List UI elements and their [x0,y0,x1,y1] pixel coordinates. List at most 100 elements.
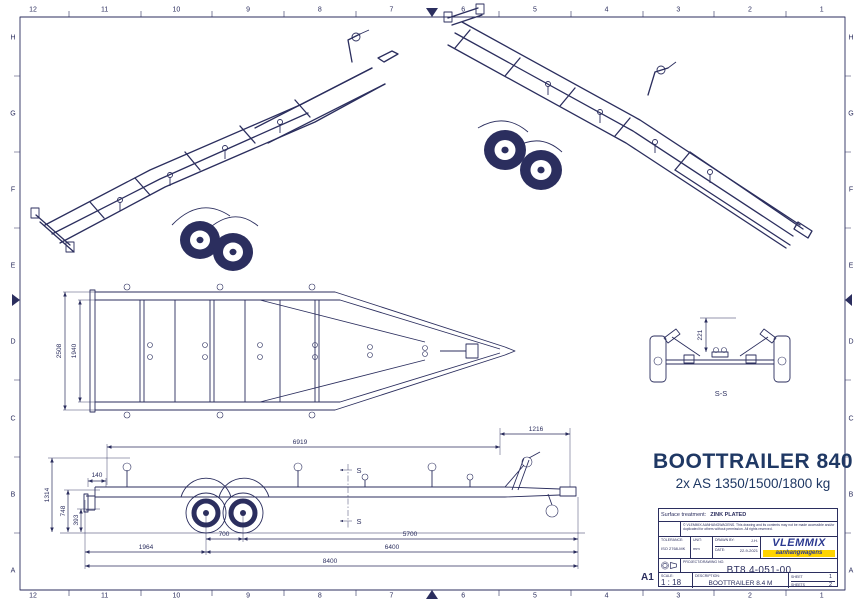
grid-ref-label: B [10,491,16,499]
dim-label-700: 700 [219,531,230,538]
sheet-value: 1 [828,573,832,580]
iso2-wheels [484,130,562,190]
grid-ref-label: 7 [389,592,394,600]
grid-ref-label: 2 [748,592,752,600]
side-wheels [185,492,264,534]
grid-ref-label: 4 [604,592,609,600]
grid-ref-label: A [10,567,16,575]
grid-ref-label: 6 [461,592,466,600]
dim-label-1314: 1314 [44,487,51,502]
project-row: PROJECT/DRAWING NO. BT8.4-051-00 [659,559,837,573]
copyright-side-cell [659,522,681,536]
grid-ref-label: C [10,415,16,422]
grid-ref-label: D [10,338,16,346]
meta-row: TOLERANCE: ISO 2768-MK UNIT: mm DRAWN BY… [659,537,837,559]
drawing-subtitle: 2x AS 1350/1500/1800 kg [675,476,831,491]
grid-ref-label: 9 [246,6,251,14]
grid-ref-label: 12 [29,592,37,600]
grid-ref-label: 8 [317,592,322,600]
tolerance-value: ISO 2768-MK [661,546,686,551]
plan-view: 2508 1940 [56,283,516,419]
grid-ref-label: 5 [532,592,537,600]
drawing-frame [19,16,846,591]
grid-ref-label: E [848,262,854,270]
scale-row: SCALE: 1 : 18 DESCRIPTION: BOOTTRAILER 8… [659,573,837,588]
dim-label-140: 140 [92,472,103,479]
dim-label-6400: 6400 [385,544,400,551]
copyright-row: © VLEMMIX AANHANGWAGENS. This drawing an… [659,522,837,537]
project-value: BT8.4-051-00 [726,565,792,572]
surface-treatment-value: ZINK PLATED [710,512,747,518]
project-label: PROJECT/DRAWING NO. [683,560,725,564]
tolerance-label: TOLERANCE: [661,538,684,542]
company-logo: VLEMMIX aanhangwagens [761,537,837,558]
drawing-title: BOOTTRAILER 840 [652,450,854,473]
title-block: Surface treatment: ZINK PLATED © VLEMMIX… [658,508,838,588]
dim-label-221: 221 [697,329,704,340]
grid-ref-label: 2 [748,6,752,14]
grid-ref-label: 7 [389,6,394,14]
dim-label-plan-inner: 1940 [71,343,78,358]
dim-label-5700: 5700 [403,531,418,538]
date-value: 22-9-2021 [739,548,758,553]
scale-value: 1 : 18 [661,578,682,587]
copyright-line2: This drawing and its contents may not be… [683,523,835,532]
unit-label: UNIT: [693,538,702,542]
grid-ref-label: 1 [819,592,824,600]
grid-ref-label: 12 [29,6,37,14]
grid-ref-label: H [10,34,16,42]
company-sub: aanhangwagens [763,550,835,557]
section-marker-bottom: S [356,517,361,526]
section-title: S-S [715,389,728,398]
grid-ref-label: 11 [101,592,109,600]
unit-value: mm [693,546,700,551]
dim-label-393: 393 [73,514,80,525]
dim-label-1216: 1216 [529,426,544,433]
drawn-by-label: DRAWN BY: [715,538,735,542]
grid-ref-label: G [848,110,854,118]
dim-label-plan-outer: 2508 [56,343,63,358]
description-value: BOOTTRAILER 8.4 M [708,580,773,587]
grid-ref-label: 4 [604,6,609,14]
dim-label-1964: 1964 [139,544,154,551]
description-label: DESCRIPTION: [695,574,720,578]
sheets-value: 2 [828,581,832,588]
dim-label-748: 748 [60,505,67,516]
first-angle-projection-icon [661,561,677,570]
dim-label-6919: 6919 [293,439,308,446]
grid-ref-label: 10 [172,6,181,14]
grid-ref-label: F [10,186,16,194]
sheet-label: SHEET [791,574,803,579]
grid-ref-label: 11 [101,6,109,14]
copyright-line1: © VLEMMIX AANHANGWAGENS. [683,523,736,527]
center-mark [12,8,852,599]
grid-ref-label: H [848,34,854,42]
grid-ref-label: 10 [172,592,181,600]
company-name: VLEMMIX [772,537,826,549]
dim-label-8400: 8400 [323,558,338,565]
isometric-view-rear [30,29,399,271]
date-label: DATE: [715,548,726,552]
surface-treatment-row: Surface treatment: ZINK PLATED [659,509,837,522]
grid-ref-label: 6 [461,6,466,14]
drawing-title-block: BOOTTRAILER 840 2x AS 1350/1500/1800 kg [650,450,856,491]
grid-ref-label: E [10,262,16,270]
drawn-by-value: J.H. [750,538,758,543]
grid-ref-label: 5 [532,6,537,14]
surface-treatment-label: Surface treatment: [661,512,707,518]
grid-ref-label: B [848,491,854,499]
section-marker-top: S [356,466,361,475]
grid-ref-label: 1 [819,6,824,14]
grid-ref-label: G [10,110,16,118]
paper-format-label: A1 [641,572,654,583]
grid-ref-label: 3 [676,592,681,600]
grid-ref-label: 3 [676,6,681,14]
section-view: 221 S-S [649,317,791,398]
grid-ref-label: 9 [246,592,251,600]
ruler-ticks [14,11,851,596]
sheets-label: SHEETS [791,582,806,587]
grid-ref-label: 8 [317,6,322,14]
iso1-wheels [180,221,253,271]
